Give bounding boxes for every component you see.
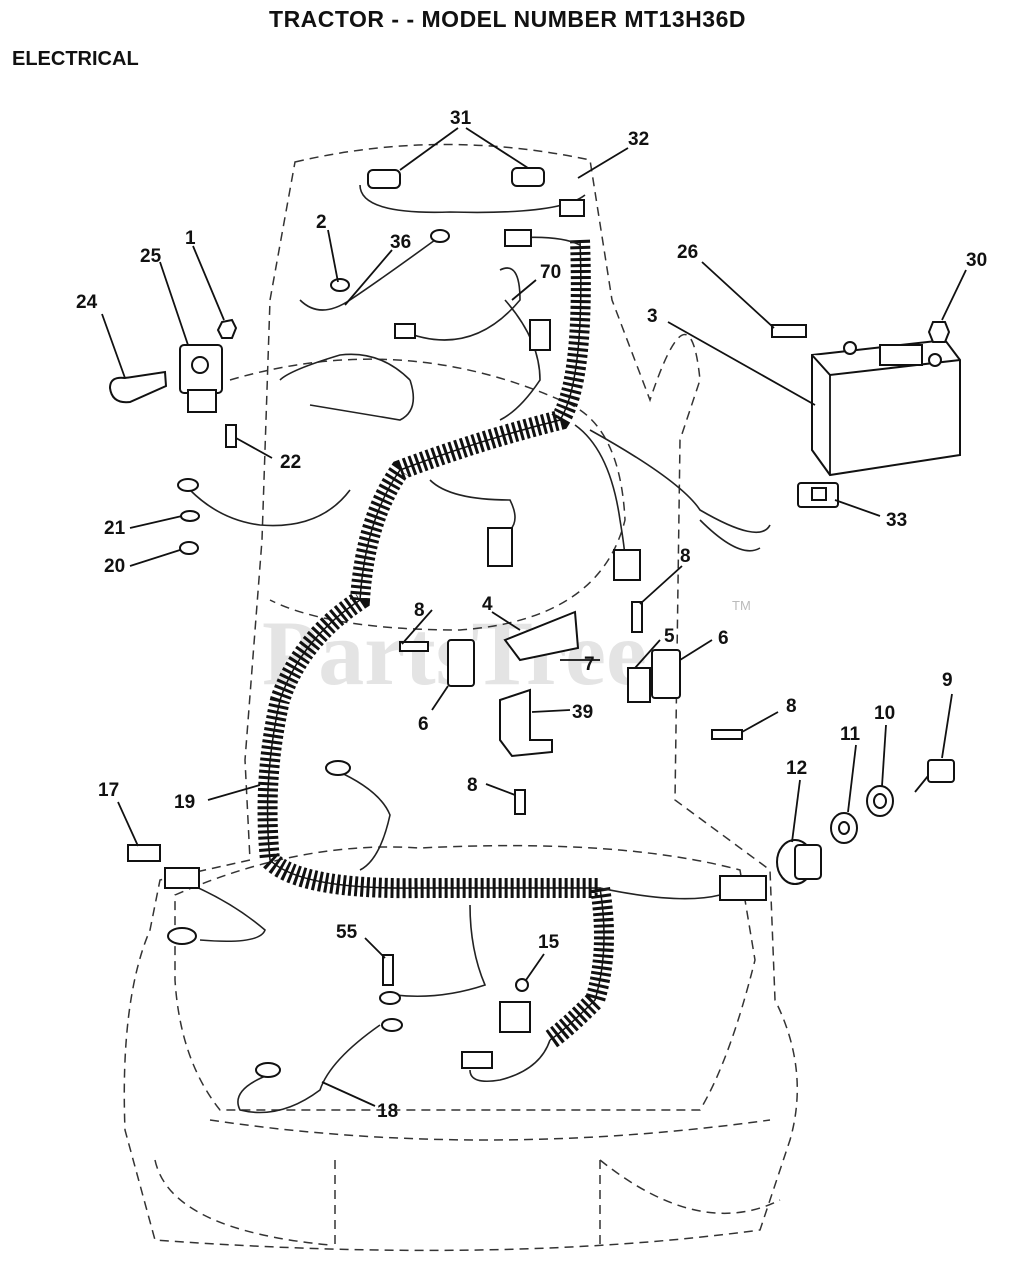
washer-icon (830, 785, 894, 844)
callout-22: 22 (280, 452, 301, 473)
leader-lines (101, 127, 967, 1107)
callout-8-top: 8 (680, 546, 691, 567)
tractor-outline (123, 143, 798, 1252)
callout-8-bottom: 8 (467, 775, 478, 796)
callout-19: 19 (174, 792, 195, 813)
callout-2: 2 (316, 212, 327, 233)
callout-12: 12 (786, 758, 807, 779)
callout-39: 39 (572, 702, 593, 723)
callout-31: 31 (450, 108, 472, 129)
callout-55: 55 (336, 922, 358, 943)
key-icon (914, 759, 955, 793)
callout-21: 21 (104, 518, 126, 539)
callout-26: 26 (677, 242, 698, 263)
callout-17: 17 (98, 780, 119, 801)
callout-4: 4 (482, 594, 493, 615)
callout-3: 3 (647, 306, 658, 327)
bulb-socket-icon (367, 167, 585, 217)
callout-8-right: 8 (786, 696, 797, 717)
callout-20: 20 (104, 556, 125, 577)
ignition-switch-icon (776, 839, 822, 885)
connector-icon (127, 229, 767, 1069)
ring-terminal-icon (167, 229, 450, 1078)
callout-25: 25 (140, 246, 162, 267)
callout-8-left: 8 (414, 600, 425, 621)
harness-core (266, 239, 605, 1041)
callout-7: 7 (584, 654, 595, 675)
callout-15: 15 (538, 932, 560, 953)
bracket-icon (499, 610, 580, 758)
boot-cap-icon (108, 370, 168, 404)
watermark-trademark: TM (732, 598, 751, 613)
callout-70: 70 (540, 262, 561, 283)
callout-18: 18 (377, 1101, 398, 1122)
page-title: TRACTOR - - MODEL NUMBER MT13H36D (269, 6, 746, 32)
callout-33: 33 (886, 510, 907, 531)
callout-30: 30 (966, 250, 987, 271)
callout-5: 5 (664, 626, 675, 647)
callout-6-right: 6 (718, 628, 729, 649)
bolt-icon (382, 321, 951, 986)
callout-labels: 31 32 2 36 70 1 25 24 26 30 3 22 21 20 3… (76, 108, 987, 1122)
callout-24: 24 (76, 292, 98, 313)
section-label: ELECTRICAL (12, 48, 139, 70)
battery-icon (811, 338, 961, 477)
callout-11: 11 (840, 724, 861, 745)
callout-6-left: 6 (418, 714, 429, 735)
solenoid-icon (179, 344, 223, 413)
rocker-switch-icon (797, 482, 839, 508)
screw-22-icon (225, 424, 237, 448)
callout-1: 1 (185, 228, 196, 249)
switch-icon (447, 639, 681, 1033)
callout-36: 36 (390, 232, 411, 253)
callout-10: 10 (874, 703, 895, 724)
nut-icon (216, 318, 238, 339)
wire-leads (179, 184, 771, 1114)
callout-32: 32 (628, 129, 649, 150)
callout-9: 9 (942, 670, 953, 691)
